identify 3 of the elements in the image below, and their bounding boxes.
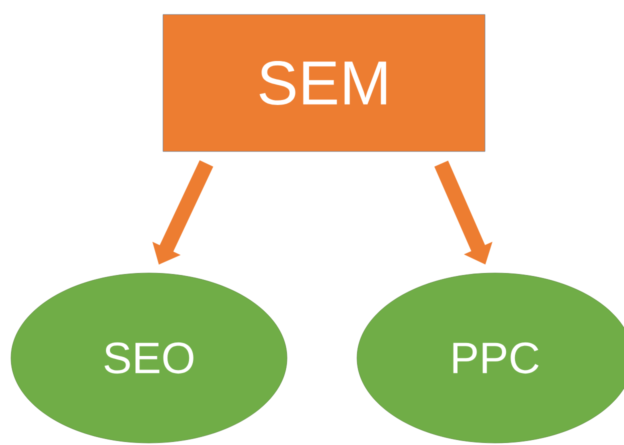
- process-box: SEM: [162, 14, 486, 152]
- ellipse-node: SEO: [10, 272, 288, 444]
- ellipse-node: PPC: [356, 272, 624, 444]
